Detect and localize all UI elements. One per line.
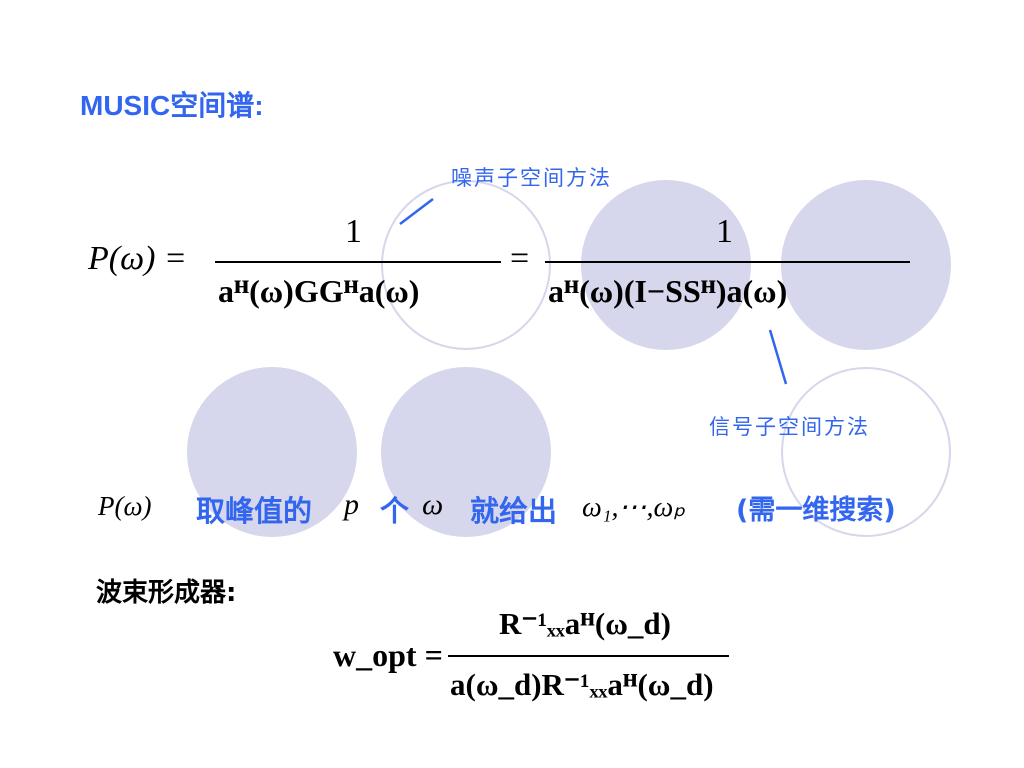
music-numerator-1: 1 [345, 213, 362, 250]
fraction-bar-2 [545, 261, 910, 263]
music-denominator-1: aᴴ(ω)GGᴴa(ω) [218, 273, 420, 309]
peak-p: p [344, 488, 359, 521]
fraction-bar-3 [448, 655, 729, 657]
music-equals: = [510, 240, 530, 277]
fraction-bar-1 [215, 261, 501, 263]
wopt-lhs: w_opt = [333, 637, 443, 673]
peak-omega-set: ω₁,⋯,ωₚ [582, 492, 686, 523]
filled-circle-top-right [781, 180, 951, 350]
peak-text-search: (需一维搜索) [736, 495, 896, 526]
music-numerator-2: 1 [716, 213, 733, 250]
page-title: MUSIC空间谱: [80, 90, 264, 121]
wopt-numerator: R⁻¹ₓₓaᴴ(ω_d) [499, 606, 671, 641]
peak-text-gives: 就给出 [470, 494, 558, 528]
beamformer-title: 波束形成器: [96, 578, 237, 608]
filled-circle-top-middle [581, 180, 751, 350]
peak-text-count: 个 [380, 494, 410, 528]
noise-callout-line [399, 198, 434, 225]
filled-circle-bottom-left [187, 367, 357, 537]
wopt-denominator: a(ω_d)R⁻¹ₓₓaᴴ(ω_d) [450, 667, 714, 702]
peak-function: P(ω) [98, 491, 152, 521]
signal-callout-line [768, 329, 788, 385]
ring-circle-bottom-right [781, 367, 951, 537]
ring-circle-top-left [381, 180, 551, 350]
peak-omega: ω [422, 488, 444, 521]
music-denominator-2: aᴴ(ω)(I−SSᴴ)a(ω) [548, 273, 788, 309]
music-lhs: P(ω) = [88, 240, 187, 277]
filled-circle-bottom-middle [381, 367, 551, 537]
signal-subspace-label: 信号子空间方法 [709, 415, 870, 439]
noise-subspace-label: 噪声子空间方法 [451, 166, 612, 190]
peak-text-take: 取峰值的 [196, 494, 313, 528]
